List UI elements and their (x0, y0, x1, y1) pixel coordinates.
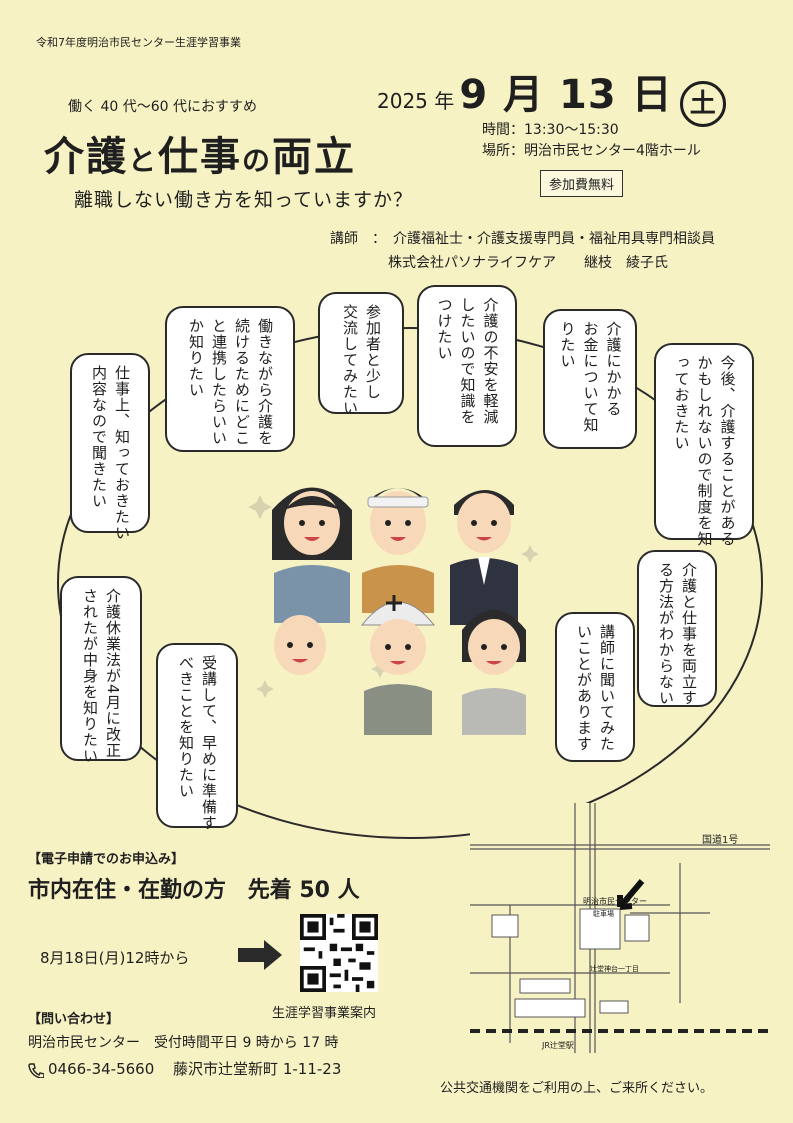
speech-bubble: 受講して、早めに準備す べきことを知りたい (156, 643, 238, 831)
qr-code[interactable] (300, 914, 378, 992)
map-note: 公共交通機関をご利用の上、ご来所ください。 (440, 1081, 714, 1096)
apply-start: 8月18日(月)12時から (40, 949, 190, 967)
access-map: 国道1号 明治市民センター 駐車場 辻堂神台一丁目 JR辻堂駅 (470, 803, 770, 1053)
bubble-text: べきことを知りたい (177, 655, 195, 799)
contact-center: 明治市民センター 受付時間平日 9 時から 17 時 (28, 1035, 339, 1051)
contact-phone[interactable]: 0466-34-5660 (48, 1060, 155, 1078)
map-station-label: JR辻堂駅 (541, 1040, 574, 1050)
event-time: 時間：13:30〜15:30 (482, 122, 619, 138)
lecturer-name: 株式会社パソナライフケア 継枝 綾子氏 (388, 255, 668, 271)
bubble-text: 仕事上、知っておきたい (113, 365, 131, 541)
contact-address: 藤沢市辻堂新町 1-11-23 (173, 1060, 342, 1078)
bubble-text: 受講して、早めに準備す (200, 655, 218, 831)
lecturer-role: 講師 ： 介護福祉士・介護支援専門員・福祉用具専門相談員 (330, 231, 715, 247)
bubble-text: 介護の不安を軽減 (481, 297, 500, 425)
bubble-text: つけたい (435, 297, 454, 361)
bubble-text: 続けるためにどこ (233, 318, 251, 446)
speech-bubble: 働きながら介護を 続けるためにどこ と連携したらいい か知りたい (165, 306, 295, 452)
bubble-text: 介護休業法が4月に改正 (104, 588, 122, 759)
bubble-text: っておきたい (672, 355, 691, 451)
speech-bubble: 介護の不安を軽減 したいので知識を つけたい (417, 285, 517, 447)
date-weekday: 土 (679, 80, 726, 127)
qr-caption: 生涯学習事業案内 (272, 1006, 377, 1021)
bubble-text: 内容なので聞きたい (90, 365, 108, 509)
bubble-text: 参加者と少し (364, 304, 382, 400)
date-month-day: 9 月 13 日 (459, 72, 673, 118)
people-illustration (248, 487, 539, 735)
map-parking-label: 駐車場 (593, 909, 614, 918)
bubble-text: 介護と仕事を両立す (680, 562, 698, 706)
event-date: 2025 年 9 月 13 日 土 (377, 62, 726, 127)
speech-bubble: 今後、介護することがある かもしれないので制度を知 っておきたい (654, 343, 754, 547)
title-part: の (242, 144, 273, 177)
title-part: 介護 (44, 134, 128, 180)
apply-target: 市内在住・在勤の方 先着 50 人 (28, 872, 360, 904)
bubble-text: 講師に聞いてみた (598, 624, 616, 752)
bubble-text: 介護にかかる (604, 321, 623, 417)
speech-bubble: 介護にかかる お金について知 りたい (543, 309, 637, 449)
event-place: 場所：明治市民センター4階ホール (482, 143, 701, 159)
fee-badge: 参加費無料 (540, 170, 624, 197)
bubble-text: かもしれないので制度を知 (695, 355, 714, 547)
title-part: 仕事 (158, 134, 243, 180)
program-note: 令和7年度明治市民センター生涯学習事業 (36, 36, 241, 49)
map-post-label: 辻堂神台一丁目 (590, 964, 639, 973)
bubble-text: 交流してみたい (341, 304, 359, 416)
arrow-right-icon (238, 940, 282, 970)
bubble-text: いことがあります (575, 624, 593, 752)
page-title: 介護と仕事の両立 (44, 124, 356, 182)
bubble-text: か知りたい (187, 318, 205, 398)
bubble-text: お金について知 (581, 321, 600, 433)
title-part: 両立 (272, 134, 357, 180)
map-center-label: 明治市民センター (583, 896, 647, 906)
apply-audience: 市内在住・在勤の方 (28, 878, 227, 903)
apply-capacity: 先着 50 人 (247, 878, 360, 903)
bubble-text: りたい (558, 321, 577, 369)
lecturer-info: 講師 ： 介護福祉士・介護支援専門員・福祉用具専門相談員 株式会社パソナライフケ… (330, 227, 715, 275)
bubble-text: る方法がわからない (657, 562, 675, 706)
map-route1: 国道1号 (702, 833, 738, 846)
speech-bubble: 介護休業法が4月に改正 されたが中身を知りたい (60, 576, 142, 764)
bubble-text: と連携したらいい (210, 318, 228, 446)
phone-icon (28, 1062, 44, 1078)
date-year: 2025 年 (377, 89, 455, 113)
speech-bubble: 仕事上、知っておきたい 内容なので聞きたい (70, 353, 150, 541)
title-part: と (128, 144, 159, 177)
speech-bubble: 講師に聞いてみた いことがあります (555, 612, 635, 762)
speech-bubble: 介護と仕事を両立す る方法がわからない (637, 550, 717, 707)
bubble-text: 働きながら介護を (256, 318, 274, 446)
contact-line: 0466-34-5660 藤沢市辻堂新町 1-11-23 (28, 1058, 341, 1079)
apply-heading: 【電子申請でのお申込み】 (28, 852, 185, 867)
speech-bubble: 参加者と少し 交流してみたい (318, 292, 404, 416)
bubble-text: 今後、介護することがある (718, 355, 737, 547)
page-subtitle: 離職しない働き方を知っていますか？ (74, 189, 414, 211)
contact-heading: 【問い合わせ】 (28, 1012, 120, 1027)
bubble-text: されたが中身を知りたい (81, 588, 99, 764)
tagline: 働く 40 代〜60 代におすすめ (68, 99, 257, 115)
bubble-text: したいので知識を (458, 297, 477, 425)
